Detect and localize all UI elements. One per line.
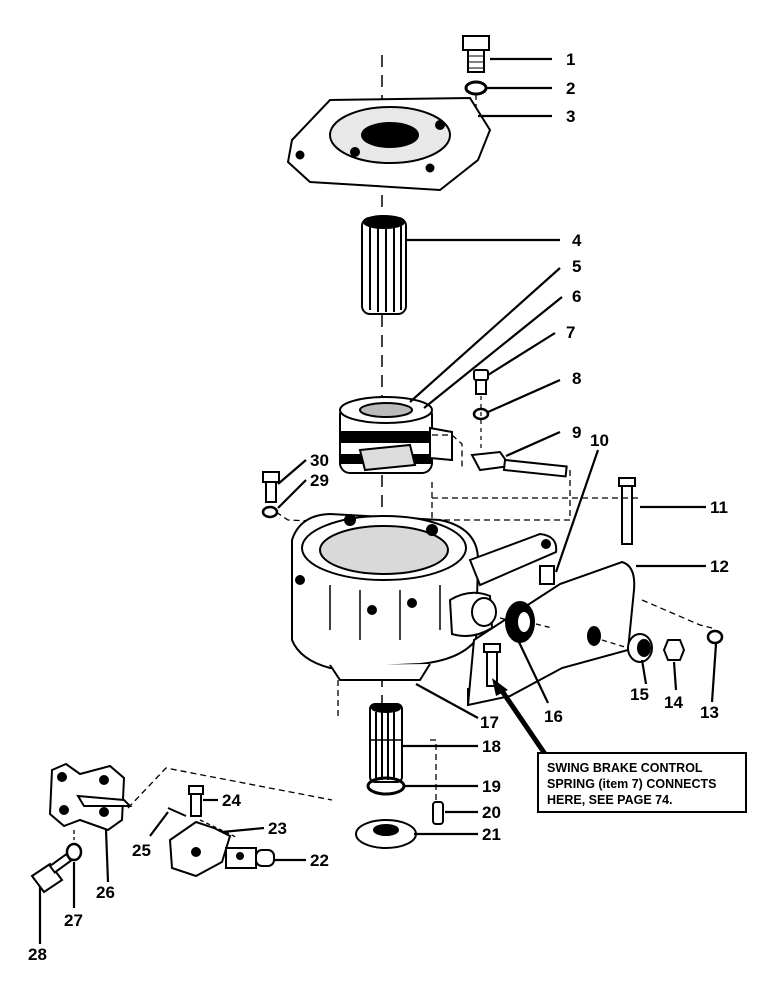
part-number-12: 12 [710,557,729,576]
part-number-28: 28 [28,945,47,964]
part-number-29: 29 [310,471,329,490]
cap-screw-part [462,35,490,73]
brake-assembly-part [339,396,453,474]
clevis-part [225,847,275,869]
callout-line-3: HERE, SEE PAGE 74. [547,793,673,807]
housing-part [291,512,558,681]
cap-screw-30-part [262,471,280,503]
part-number-24: 24 [222,791,241,810]
part-number-15: 15 [630,685,649,704]
part-number-19: 19 [482,777,501,796]
part-number-20: 20 [482,803,501,822]
part-number-4: 4 [572,231,582,250]
seal-16-part [505,601,535,643]
arm-dash-line [432,497,713,629]
part-numbers: 1 2 3 4 5 6 7 8 9 10 11 12 13 14 15 16 1… [28,50,729,964]
clevis-dash-line [199,819,239,839]
part-number-23: 23 [268,819,287,838]
leader-lines [38,57,718,944]
part-number-18: 18 [482,737,501,756]
bushing-dash-line [601,639,629,649]
lock-washer-part [464,80,488,96]
part-number-27: 27 [64,911,83,930]
washer-27-part [65,842,83,862]
callout-arrowhead [492,678,508,696]
mounting-bracket-part [48,762,133,832]
cotter-pin-part [167,807,187,817]
part-number-11: 11 [710,498,728,517]
part-number-30: 30 [310,451,329,470]
screw-dash-line [275,511,339,523]
part-number-2: 2 [566,79,575,98]
part-number-1: 1 [566,50,575,69]
brake-dash-line [432,434,463,470]
seal-dash-line [499,617,553,629]
pin-20-part [432,801,444,825]
part-number-22: 22 [310,851,329,870]
part-number-8: 8 [572,369,581,388]
pin-24-part [188,785,204,817]
bracket-dash-line [127,767,333,809]
lower-dash-line [337,680,437,800]
nut-14-part [662,639,686,661]
arm-part [466,560,636,707]
callout-line-2: SPRING (item 7) CONNECTS [547,777,717,791]
part-number-21: 21 [482,825,501,844]
part-number-17: 17 [480,713,499,732]
pin-7-part [473,369,489,395]
part-number-25: 25 [132,841,151,860]
part-number-14: 14 [664,693,683,712]
bolt-part [30,852,73,894]
part-number-16: 16 [544,707,563,726]
part-number-6: 6 [572,287,581,306]
top-cover-part [286,96,492,192]
pin-11-part [618,477,636,545]
part-number-7: 7 [566,323,575,342]
lever-rod-part [470,450,568,478]
callout-arrow [497,686,548,756]
nut-13-part [706,629,724,645]
lower-splined-shaft-part [369,703,403,783]
part-number-10: 10 [590,431,609,450]
swing-brake-callout-box: SWING BRAKE CONTROL SPRING (item 7) CONN… [537,752,747,813]
part-number-9: 9 [572,423,581,442]
washer-29-part [261,505,279,519]
spacer-part [539,565,555,585]
part-number-3: 3 [566,107,575,126]
part-number-26: 26 [96,883,115,902]
bushing-part [627,633,653,663]
rod-dash-line [431,470,571,521]
upper-splined-shaft-part [361,215,407,315]
part-number-5: 5 [572,257,581,276]
callout-line-1: SWING BRAKE CONTROL [547,761,703,775]
seal-21-part [355,819,417,849]
part-number-13: 13 [700,703,719,722]
control-pin [483,643,501,687]
